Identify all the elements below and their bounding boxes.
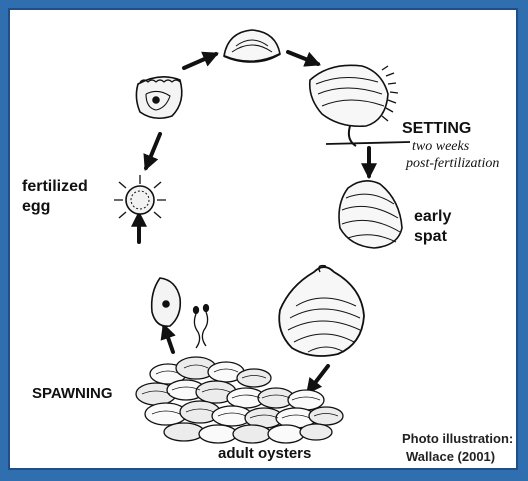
adult-oysters-label: adult oysters	[218, 446, 311, 463]
pediveliger-larva-icon	[310, 65, 410, 146]
fertilized-egg-label-line-1: fertilized	[22, 178, 88, 196]
oyster-shell-icon	[279, 266, 364, 356]
sperm-icon	[194, 305, 209, 349]
trochophore-larva-icon	[136, 77, 181, 118]
arrow-icon	[164, 326, 173, 352]
photo-credit-line-1: Photo illustration:	[402, 430, 513, 448]
setting-note-line-2: post-fertilization	[406, 156, 499, 172]
diagram-frame: SETTING two weeks post-fertilization ear…	[8, 8, 518, 470]
arrow-icon	[184, 54, 216, 68]
early-spat-icon	[339, 181, 402, 248]
spawning-label: SPAWNING	[32, 386, 113, 403]
setting-note-line-1: two weeks	[412, 139, 469, 155]
egg-icon	[114, 175, 166, 225]
photo-credit-line-2: Wallace (2001)	[406, 448, 495, 466]
arrow-icon	[288, 52, 318, 64]
veliger-larva-icon	[224, 30, 280, 62]
arrow-icon	[146, 134, 160, 168]
setting-label: SETTING	[402, 120, 471, 138]
adult-oysters-cluster-icon	[136, 357, 343, 443]
early-spat-label-line-2: spat	[414, 228, 447, 246]
gastrula-larva-icon	[152, 278, 181, 326]
arrow-icon	[308, 366, 328, 392]
early-spat-label-line-1: early	[414, 208, 451, 226]
fertilized-egg-label-line-2: egg	[22, 198, 50, 216]
